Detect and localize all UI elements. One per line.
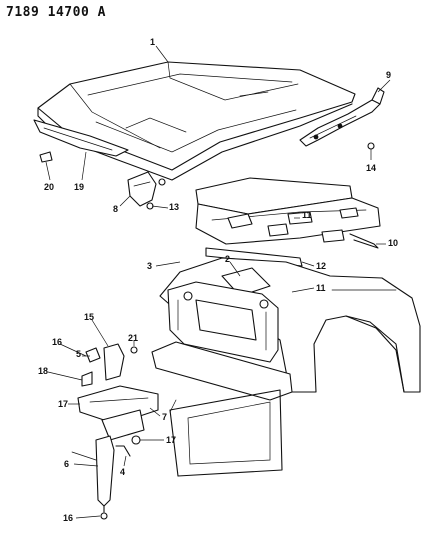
callout-12: 12 — [316, 261, 327, 271]
callout-1: 1 — [150, 37, 156, 47]
callout-11-upper: 11 — [302, 210, 312, 220]
callout-5: 5 — [76, 349, 82, 359]
leader-lines — [45, 45, 391, 519]
diagram-code: 7189 14700 A — [6, 5, 106, 20]
callout-7: 7 — [162, 412, 168, 422]
callout-10: 10 — [388, 238, 399, 248]
hood-insulator-pad — [33, 119, 129, 157]
callout-11-lower: 11 — [316, 283, 326, 293]
radiator-support — [167, 281, 279, 363]
callout-8: 8 — [113, 204, 119, 214]
callout-6: 6 — [64, 459, 70, 469]
callout-9: 9 — [386, 70, 392, 80]
callout-16-lower: 16 — [63, 513, 74, 523]
callout-4: 4 — [120, 467, 126, 477]
cowl-panel — [195, 177, 381, 249]
callout-19: 19 — [74, 182, 85, 192]
callout-15: 15 — [84, 312, 95, 322]
radiator-core-panel — [151, 341, 293, 477]
callout-2: 2 — [225, 254, 231, 264]
hood-bumper — [39, 151, 53, 163]
hood-panel — [37, 61, 356, 181]
callout-21: 21 — [128, 333, 139, 343]
callout-17-right: 17 — [166, 435, 177, 445]
callout-18: 18 — [38, 366, 49, 376]
callout-14: 14 — [366, 163, 377, 173]
callout-3: 3 — [147, 261, 153, 271]
latch-release-cable — [71, 435, 131, 520]
callout-20: 20 — [44, 182, 55, 192]
callout-16-upper: 16 — [52, 337, 63, 347]
hood-latch-striker — [127, 171, 166, 210]
hood-latch-assembly — [77, 343, 159, 445]
hood-hinge — [299, 87, 385, 150]
callout-17-left: 17 — [58, 399, 69, 409]
callout-13: 13 — [169, 202, 180, 212]
